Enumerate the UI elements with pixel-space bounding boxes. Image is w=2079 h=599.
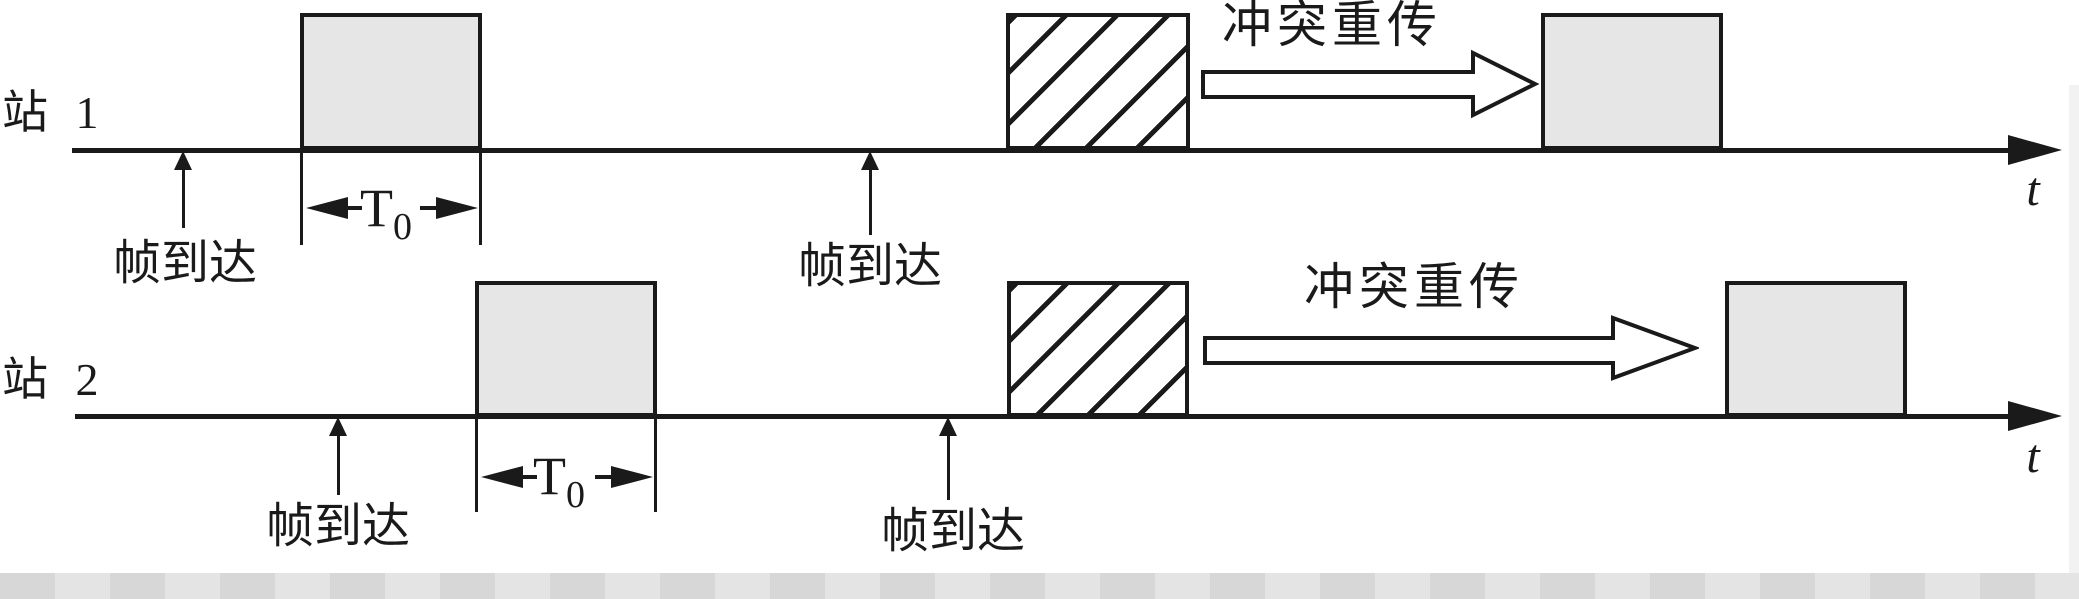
station1-arrival2-label: 帧到达 (797, 240, 942, 293)
station1-t0-label: T0 (360, 181, 412, 246)
station1-arrival2-arrow (869, 158, 872, 235)
station1-t0-extension-right (479, 150, 482, 245)
station1-t0-left-arrowhead-icon (306, 197, 348, 219)
station2-arrival2-label: 帧到达 (880, 505, 1025, 558)
station1-collision-frame (1006, 13, 1190, 150)
station1-retransmit-arrow-icon (1201, 49, 1540, 119)
station1-t0-subscript: 0 (393, 206, 412, 248)
station2-t0-left-arrowhead-icon (481, 466, 523, 488)
station1-t0-extension-left (300, 150, 303, 245)
station1-retransmit-label: 冲突重传 (1222, 0, 1442, 53)
station2-arrival2-arrow (947, 424, 950, 500)
station1-timeline (72, 148, 2017, 153)
station1-t0-right-arrowhead-icon (436, 197, 478, 219)
station1-label: 站 1 (2, 87, 107, 138)
station1-arrival1-label: 帧到达 (112, 237, 257, 290)
station2-t0-subscript: 0 (566, 474, 585, 516)
station2-collision-frame (1007, 281, 1189, 417)
station2-retransmit-arrow-icon (1203, 315, 1699, 381)
station1-t0-left-tail (346, 206, 362, 210)
station1-timeline-arrowhead-icon (2008, 135, 2062, 165)
station2-arrival1-label: 帧到达 (265, 500, 410, 553)
station2-frame-1 (475, 281, 657, 417)
station2-axis-label: t (2026, 430, 2040, 483)
station2-timeline-arrowhead-icon (2008, 401, 2062, 431)
station1-arrival1-arrow (182, 158, 185, 228)
station2-t0-base: T (533, 446, 566, 506)
station1-axis-label: t (2026, 163, 2040, 216)
station2-frame-retransmitted (1725, 281, 1907, 417)
station1-t0-base: T (360, 178, 393, 238)
bottom-artifact-bar (0, 573, 2079, 599)
station1-t0-right-tail (420, 206, 436, 210)
station2-arrival1-arrow (337, 424, 340, 495)
station2-t0-label: T0 (533, 449, 585, 514)
station2-t0-left-tail (521, 475, 537, 479)
station2-t0-extension-right (654, 417, 657, 512)
station2-t0-extension-left (475, 417, 478, 512)
station2-t0-right-tail (595, 475, 611, 479)
station2-label: 站 2 (2, 354, 107, 405)
station2-t0-right-arrowhead-icon (611, 466, 653, 488)
station1-frame-1 (300, 13, 482, 150)
station1-frame-retransmitted (1541, 13, 1723, 150)
station2-retransmit-label: 冲突重传 (1304, 259, 1524, 315)
right-edge-artifact (2069, 85, 2079, 573)
